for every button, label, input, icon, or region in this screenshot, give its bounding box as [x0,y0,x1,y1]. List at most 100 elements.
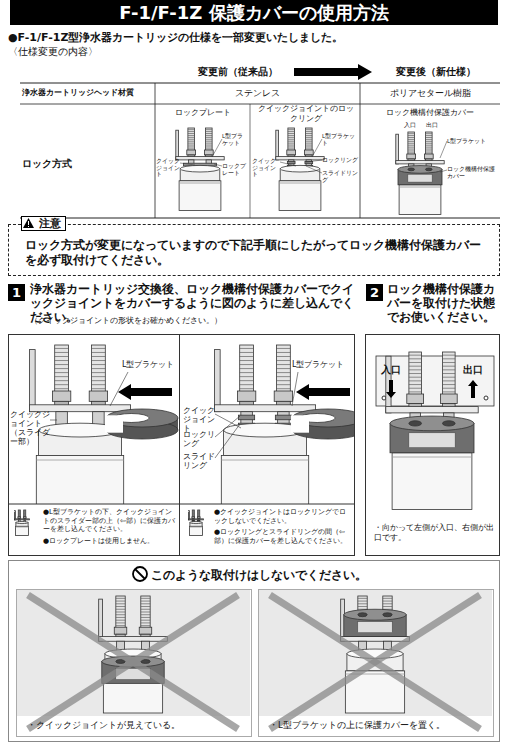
hose-rib [198,512,200,513]
hose-rib [409,377,422,378]
hose-rib [409,391,422,392]
hose-rib [18,510,20,511]
leader-line [110,372,128,406]
l-bracket [214,350,220,412]
hose-rib [240,352,254,353]
hose [409,352,422,396]
cartridge-body [279,181,321,211]
cartridge-seam [179,183,221,184]
cartridge-assembly [396,132,444,215]
hose-rib [288,137,295,138]
hose [18,510,20,517]
lock-ring [287,162,295,164]
table-cell: クイックジョイントのロックリング [258,104,354,124]
hose-rib [92,364,106,365]
nut [304,150,313,155]
cartridge-assembly [29,345,130,504]
leader-line [306,160,322,162]
hose-rib [92,356,106,357]
hose-rib [55,376,69,377]
cartridge-head-top [180,165,220,172]
title-band: F-1/F-1Z 保護カバーの使用方法 [10,0,498,25]
hose-rib [192,515,194,516]
nut [407,394,424,403]
c-shaped-cover [291,409,354,439]
node-text: ●L型ブラケットの下、クイックジョイントのスライダー部の上（⇦部）に保護カバーを… [43,508,177,534]
leader-line [214,164,222,166]
cover-hole [358,613,367,617]
hose-rib [55,356,69,357]
node-text: 2 [366,284,383,301]
leader-line [280,162,296,166]
cartridge-body [16,526,29,535]
hose-rib [288,141,295,142]
hose-rib [306,133,313,134]
hose-rib [206,148,213,149]
hose-rib [288,143,295,144]
hose-rib [277,356,291,357]
hose-rib [55,388,69,389]
hose-rib [18,515,20,516]
cartridge-seam [279,183,321,184]
bracket-hole [382,396,386,400]
hose-rib [55,380,69,381]
hose-rib [240,388,254,389]
hose-rib [198,517,200,518]
hose-rib [192,512,194,513]
table-rule [250,104,251,218]
hose-rib [408,139,415,140]
hose-rib [116,609,125,610]
hose-rib [240,360,254,361]
cartridge-assembly [386,352,478,510]
hose-rib [116,620,125,621]
part-label: L型ブラケット [122,360,177,370]
part-label: 入口 [399,121,421,128]
direction-arrow [294,64,372,80]
hose-rib [141,611,150,612]
lock-ring [239,415,255,420]
table-cell: ステンレス [155,88,360,99]
hose-rib [240,384,254,385]
hose-rib [408,147,415,148]
hose-rib [116,625,125,626]
l-bracket [189,519,204,520]
hose-rib [383,603,392,604]
hose-rib [92,368,106,369]
l-bracket [99,599,103,641]
hose-rib [206,143,213,144]
hose-rib [24,512,26,513]
hose-rib [24,513,26,514]
hose-rib [306,139,313,140]
node-text: ●ロックプレートは使用しません。 [43,537,177,546]
cartridge-assembly [176,128,224,211]
part-label: クイックジョイント [156,158,182,178]
hose-rib [408,150,415,151]
nut [237,391,255,401]
cartridge-assembly [189,510,204,536]
hose-rib [141,614,150,615]
hose-rib [141,620,150,621]
node-text: 1 [8,284,25,301]
hose-rib [443,384,456,385]
hose-rib [408,133,415,134]
step-instruction: （クイックジョイントの形状をお確かめください。） [30,316,358,326]
hose [116,596,125,629]
leader-line [292,372,298,406]
hose-rib [240,364,254,365]
cartridge-body [36,455,123,504]
hose-rib [277,372,291,373]
hose-rib [92,348,106,349]
hose-rib [409,362,422,363]
hose-rib [426,143,433,144]
nut [23,517,26,519]
l-bracket [15,519,30,520]
hose-rib [188,139,195,140]
cartridge-assembly [276,128,324,211]
hose-rib [277,352,291,353]
hose-rib [192,513,194,514]
nut [197,517,200,519]
hose-rib [277,388,291,389]
cartridge-head-top [190,522,202,524]
nut [274,391,292,401]
